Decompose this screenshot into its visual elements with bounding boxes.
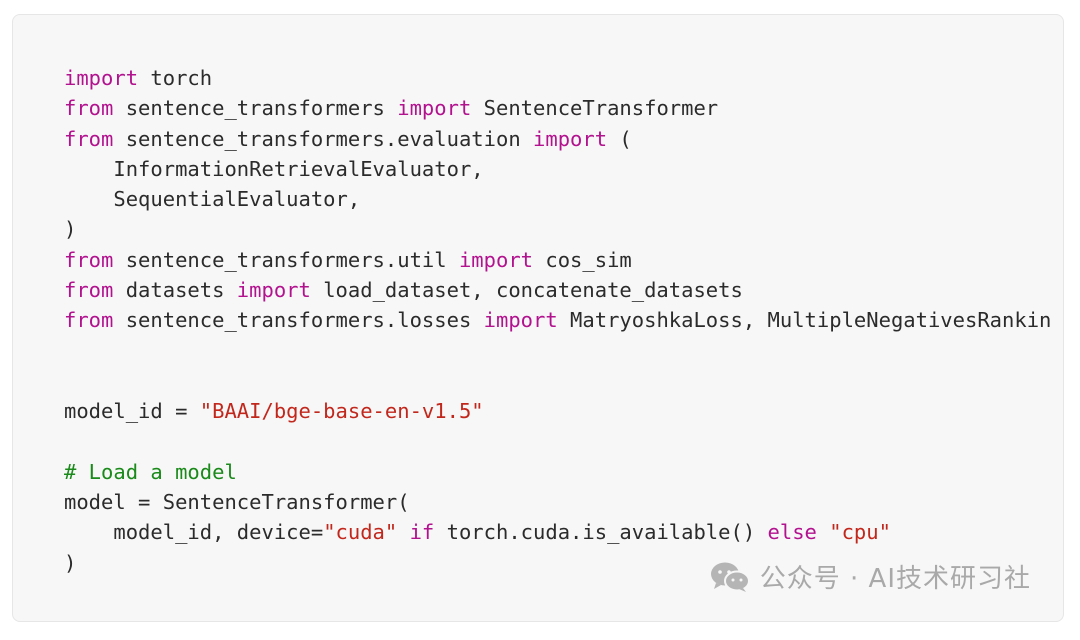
keyword-token: from <box>64 96 114 121</box>
code-line: model_id = "BAAI/bge-base-en-v1.5" <box>64 396 1051 426</box>
code-token: torch.cuda.is_available() <box>434 520 768 545</box>
comment-token: # Load a model <box>64 459 237 484</box>
keyword-token: from <box>64 247 114 272</box>
code-token: InformationRetrievalEvaluator, <box>64 156 484 181</box>
string-token: "cpu" <box>829 520 891 545</box>
string-token: "BAAI/bge-base-en-v1.5" <box>199 399 484 424</box>
code-line: from sentence_transformers.util import c… <box>64 245 1051 275</box>
keyword-token: from <box>64 126 114 151</box>
keyword-token: import <box>236 278 311 303</box>
keyword-token: from <box>64 278 114 303</box>
code-token: ) <box>64 217 77 242</box>
wechat-icon <box>710 562 750 592</box>
code-line: model_id, device="cuda" if torch.cuda.is… <box>64 517 1051 547</box>
keyword-token: import <box>397 96 472 121</box>
keyword-token: if <box>409 520 435 545</box>
code-line: model = SentenceTransformer( <box>64 487 1051 517</box>
code-token: sentence_transformers <box>113 96 398 121</box>
keyword-token: else <box>767 520 817 545</box>
code-token: cos_sim <box>533 247 632 272</box>
code-token: model_id = <box>64 399 200 424</box>
code-token: load_dataset, concatenate_datasets <box>310 278 743 303</box>
code-line: from sentence_transformers import Senten… <box>64 93 1051 123</box>
keyword-token: from <box>64 308 114 333</box>
code-token: ( <box>607 126 632 151</box>
code-line: ) <box>64 548 1051 578</box>
code-line: ) <box>64 214 1051 244</box>
watermark: 公众号 · AI技术研习社 <box>708 558 1031 595</box>
code-token: datasets <box>113 278 237 303</box>
string-token: "cuda" <box>323 520 398 545</box>
code-token: sentence_transformers.util <box>113 247 459 272</box>
code-line: import torch <box>64 63 1051 93</box>
code-line: # Load a model <box>64 457 1051 487</box>
code-token: ) <box>64 550 77 575</box>
code-line: from sentence_transformers.losses import… <box>64 305 1051 335</box>
code-line: InformationRetrievalEvaluator, <box>64 154 1051 184</box>
keyword-token: import <box>458 247 534 272</box>
code-token: SequentialEvaluator, <box>64 187 361 212</box>
code-token: torch <box>138 66 213 90</box>
code-line: from datasets import load_dataset, conca… <box>64 275 1051 305</box>
code-token <box>817 520 829 544</box>
code-line: from sentence_transformers.evaluation im… <box>64 124 1051 154</box>
code-token: model_id, device= <box>64 520 324 545</box>
keyword-token: import <box>64 66 139 90</box>
code-token: MatryoshkaLoss, MultipleNegativesRankin <box>557 308 1052 333</box>
code-line <box>64 336 1051 366</box>
code-token: sentence_transformers.losses <box>113 308 484 333</box>
watermark-text: 公众号 · AI技术研习社 <box>759 564 1031 594</box>
code-token: SentenceTransformer <box>471 96 719 121</box>
code-line: SequentialEvaluator, <box>64 184 1051 214</box>
code-token <box>397 520 409 544</box>
code-token: model = SentenceTransformer( <box>64 490 410 515</box>
keyword-token: import <box>483 308 558 333</box>
code-line <box>64 427 1051 457</box>
keyword-token: import <box>533 126 608 151</box>
code-line <box>64 366 1051 396</box>
code-token: sentence_transformers.evaluation <box>113 126 534 151</box>
